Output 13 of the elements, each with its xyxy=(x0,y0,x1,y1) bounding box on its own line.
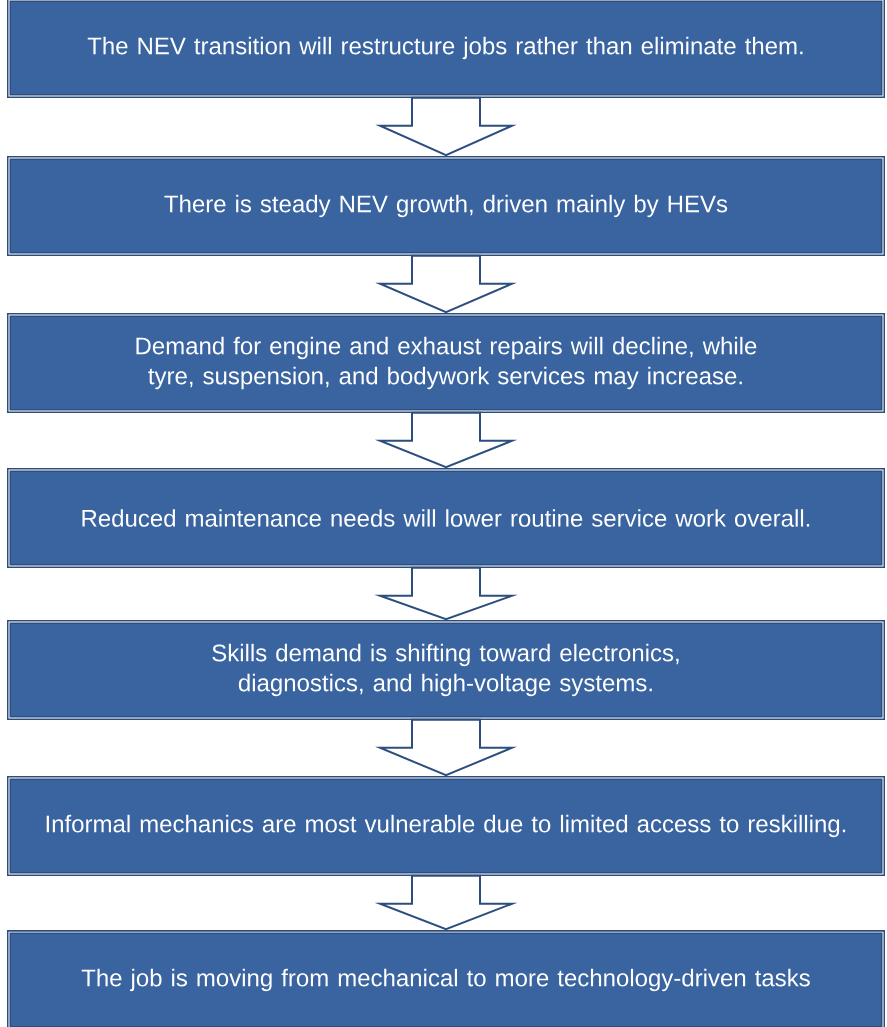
block-arrow xyxy=(375,96,517,157)
process-box: Informal mechanics are most vulnerable due to limited access to reskilling. xyxy=(7,776,885,876)
process-box: Reduced maintenance needs will lower routine service work overall. xyxy=(7,468,885,568)
block-arrow xyxy=(374,874,518,931)
block-arrow xyxy=(375,718,517,777)
process-box: The NEV transition will restructure jobs rather than eliminate them. xyxy=(7,0,885,98)
process-box: Demand for engine and exhaust repairs will decline, while tyre, suspension, and bodywork services may increase. xyxy=(7,313,885,413)
process-box: There is steady NEV growth, driven mainly by HEVs xyxy=(7,156,885,256)
block-arrow xyxy=(375,254,517,314)
process-box: Skills demand is shifting toward electronics, diagnostics, and high-voltage systems. xyxy=(7,620,885,720)
block-arrow xyxy=(374,411,518,469)
process-box: The job is moving from mechanical to more technology-driven tasks xyxy=(7,930,885,1027)
block-arrow xyxy=(374,566,518,621)
